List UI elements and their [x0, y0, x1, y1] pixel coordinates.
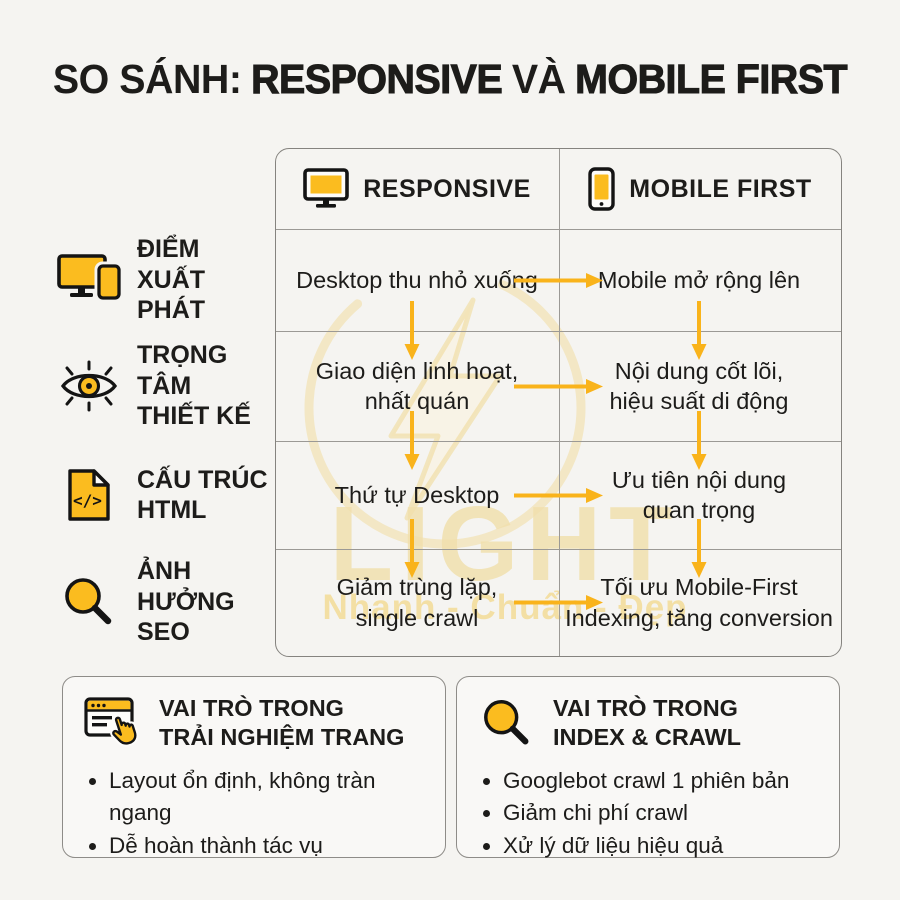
column-header-responsive: RESPONSIVE	[276, 149, 558, 229]
cell-mobile-first-row3: Ưu tiên nội dung quan trọng	[611, 466, 787, 523]
column-header-mobile-first: MOBILE FIRST	[559, 149, 841, 229]
cell-mobile-first-row2: Nội dung cốt lõi, hiệu suất di động	[609, 357, 789, 414]
comparison-table: RESPONSIVE MOBILE FIRST Desktop thu nhỏ …	[275, 148, 842, 657]
cell-mobile-first-row4: Tối ưu Mobile-First Indexing, tăng conve…	[565, 574, 833, 631]
browser-click-icon	[83, 697, 143, 749]
row-label-starting-point: ĐIỂM XUẤT PHÁT	[56, 235, 274, 324]
card-title: VAI TRÒ TRONG TRẢI NGHIỆM TRANG	[159, 695, 405, 751]
mobile-icon	[588, 167, 615, 211]
row-label-text: ĐIỂM XUẤT PHÁT	[137, 235, 206, 325]
arrow-down-icon	[691, 411, 707, 470]
desktop-icon	[303, 168, 350, 210]
title-term-mobile-first: MOBILE FIRST	[575, 56, 848, 102]
svg-text:</>: </>	[73, 491, 102, 510]
row-divider	[276, 229, 841, 230]
card-index-crawl: VAI TRÒ TRONG INDEX & CRAWL Googlebot cr…	[456, 676, 840, 858]
arrow-down-icon	[691, 301, 707, 360]
row-label-text: CẤU TRÚC HTML	[137, 465, 268, 525]
bullet-item: Dễ hoàn thành tác vụ	[109, 830, 425, 863]
title-prefix: SO SÁNH:	[52, 56, 242, 102]
row-label-html-structure: </> CẤU TRÚC HTML	[56, 454, 274, 536]
eye-icon	[56, 360, 122, 412]
bullet-item: Layout ổn định, không tràn ngang	[109, 765, 425, 830]
magnifier-icon	[477, 696, 537, 750]
devices-icon	[56, 253, 122, 307]
row-label-design-focus: TRỌNG TÂM THIẾT KẾ	[56, 341, 274, 430]
column-header-label: RESPONSIVE	[363, 174, 531, 203]
arrow-down-icon	[404, 301, 420, 360]
code-file-icon: </>	[56, 467, 122, 523]
arrow-down-icon	[404, 411, 420, 470]
row-divider	[276, 549, 841, 550]
arrow-right-icon	[514, 273, 603, 288]
arrow-down-icon	[404, 519, 420, 578]
card-bullet-list: Googlebot crawl 1 phiên bản Giảm chi phí…	[477, 765, 819, 863]
bullet-item: Giảm chi phí crawl	[503, 797, 819, 830]
title-term-responsive: RESPONSIVE	[251, 56, 504, 102]
cell-mobile-first-row1: Mobile mở rộng lên	[597, 266, 801, 293]
magnifier-icon	[56, 574, 122, 630]
arrow-down-icon	[691, 519, 707, 578]
cell-responsive-row4: Giảm trùng lặp, single crawl	[336, 574, 498, 631]
title-connector: VÀ	[511, 56, 566, 102]
column-header-label: MOBILE FIRST	[629, 174, 812, 203]
row-label-seo-impact: ẢNH HƯỞNG SEO	[56, 557, 274, 646]
row-label-text: TRỌNG TÂM THIẾT KẾ	[137, 341, 251, 431]
arrow-right-icon	[514, 488, 603, 503]
card-bullet-list: Layout ổn định, không tràn ngang Dễ hoàn…	[83, 765, 425, 863]
arrow-right-icon	[514, 379, 603, 394]
row-label-text: ẢNH HƯỞNG SEO	[137, 557, 235, 647]
bullet-item: Xử lý dữ liệu hiệu quả	[503, 830, 819, 863]
card-page-experience: VAI TRÒ TRONG TRẢI NGHIỆM TRANG Layout ổ…	[62, 676, 446, 858]
bullet-item: Googlebot crawl 1 phiên bản	[503, 765, 819, 798]
arrow-right-icon	[514, 595, 603, 610]
card-title: VAI TRÒ TRONG INDEX & CRAWL	[553, 695, 741, 751]
